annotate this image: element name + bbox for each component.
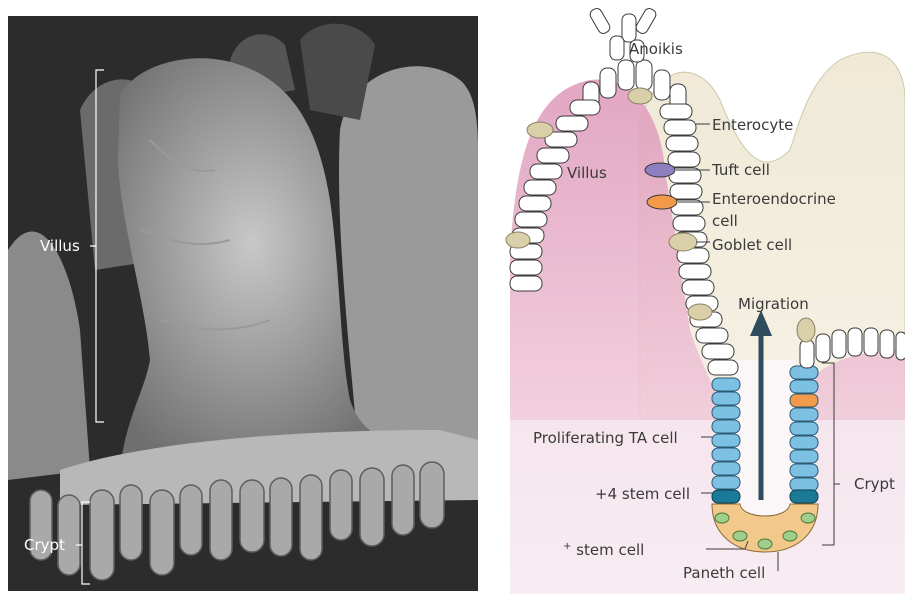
plus4-stem-label: +4 stem cell xyxy=(595,485,690,503)
enteroendocrine-label-line2: cell xyxy=(712,212,738,230)
plus4-stem-cell-right xyxy=(790,490,818,503)
schematic-villus-label: Villus xyxy=(567,164,607,182)
enterocyte-label: Enterocyte xyxy=(712,116,793,134)
tuft-cell-shape xyxy=(645,163,675,177)
lgr5-stem-label: + stem cell xyxy=(563,541,644,559)
goblet-cell-left-2 xyxy=(506,232,530,248)
goblet-cell-top xyxy=(628,88,652,104)
sem-micrograph: Villus Crypt xyxy=(8,16,478,591)
plus4-stem-cell-left xyxy=(712,490,740,503)
micrograph-crypt-label: Crypt xyxy=(24,536,65,554)
crypt-enteroendocrine-cell xyxy=(790,394,818,407)
goblet-cell-flank xyxy=(688,304,712,320)
background-villus-right xyxy=(339,66,478,470)
anoikis-label: Anoikis xyxy=(629,40,683,58)
migration-label: Migration xyxy=(738,295,809,313)
schematic-crypt-label: Crypt xyxy=(854,475,895,493)
crypt-lumen xyxy=(735,360,795,528)
goblet-cell-left-1 xyxy=(527,122,553,138)
paneth-cell-label: Paneth cell xyxy=(683,564,765,582)
goblet-cell-rim xyxy=(797,318,815,342)
micrograph-villus-label: Villus xyxy=(40,237,80,255)
enteroendocrine-label-line1: Enteroendocrine xyxy=(712,190,836,208)
goblet-cell-label: Goblet cell xyxy=(712,236,792,254)
goblet-cell-shape xyxy=(669,233,697,251)
proliferating-ta-label: Proliferating TA cell xyxy=(533,429,678,447)
crypt-villus-schematic: Anoikis Villus Enterocyte Tuft cell Ente… xyxy=(506,7,905,594)
enteroendocrine-cell-shape xyxy=(647,195,677,209)
tuft-cell-label: Tuft cell xyxy=(711,161,770,179)
